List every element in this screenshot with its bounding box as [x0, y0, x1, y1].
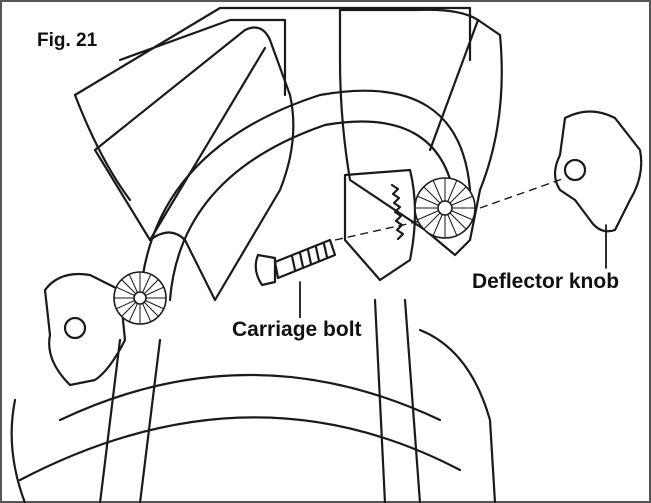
carriage-bolt-callout: Carriage bolt	[230, 318, 364, 342]
chute-base-right	[418, 328, 497, 503]
left-deflector	[93, 26, 295, 302]
right-knob-hole	[563, 158, 587, 182]
chute-ring-inner	[168, 120, 457, 302]
chute-collar-top	[58, 374, 442, 422]
right-deflector-fold	[428, 18, 480, 152]
chute-neck-left	[98, 338, 122, 503]
chute-neck-left-2	[138, 338, 162, 503]
left-knob-body	[43, 272, 127, 387]
figure-number: Fig. 21	[35, 30, 100, 52]
assembly-axis-line	[334, 177, 566, 241]
carriage-bolt-threads	[290, 242, 329, 272]
right-rosette-hub	[437, 200, 453, 216]
carriage-bolt-shank	[273, 238, 337, 280]
chute-ring-outer	[138, 89, 472, 302]
left-knob-hole	[63, 316, 87, 340]
chute-neck-right	[403, 298, 422, 503]
left-deflector-fold	[148, 46, 267, 242]
left-rosette-hub	[133, 291, 147, 305]
carriage-bolt-head	[254, 253, 277, 287]
deflector-knob-callout: Deflector knob	[470, 270, 622, 294]
chute-collar-bottom	[18, 416, 462, 482]
chute-base-left	[10, 398, 27, 503]
chute-body-inner	[118, 18, 287, 97]
bracket-gear-teeth	[390, 183, 405, 241]
chute-body	[73, 6, 472, 97]
chute-neck-right-2	[373, 298, 387, 503]
chute-rear-edge	[73, 93, 132, 202]
right-knob-body	[553, 110, 643, 233]
